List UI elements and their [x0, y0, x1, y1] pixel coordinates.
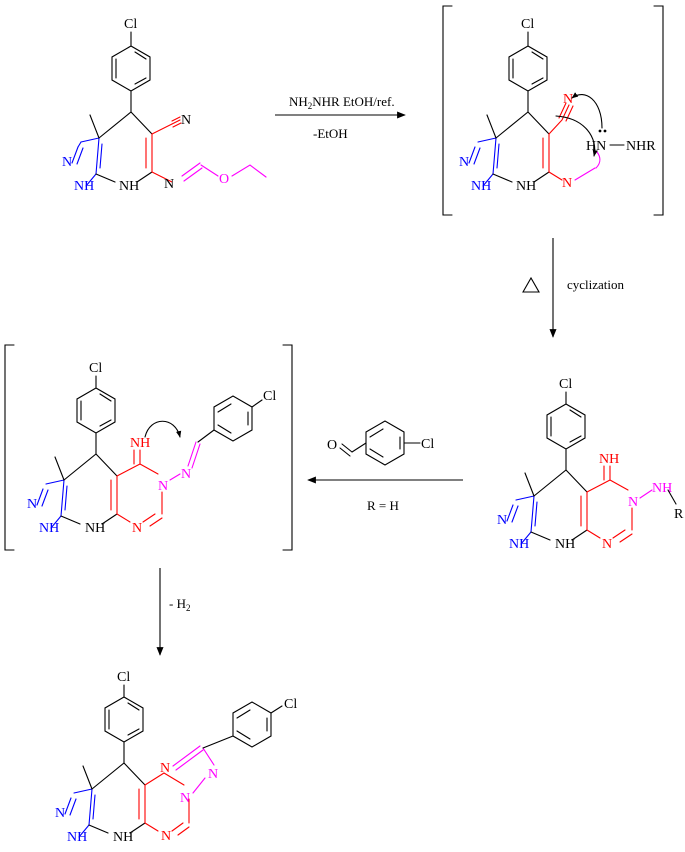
hydrazine-intermediate: Cl N NH NH N N HN NHR — [442, 5, 664, 216]
bridgehead-n: N — [180, 791, 190, 806]
cl-label: Cl — [89, 361, 102, 376]
hydrazine-hn: HN — [586, 139, 606, 154]
pyrazole-n: N — [55, 806, 65, 821]
hydrazine-nhr: NHR — [626, 139, 656, 154]
aldehyde-o: O — [327, 438, 337, 453]
pyrazole-n: N — [62, 155, 72, 170]
cl-label: Cl — [521, 17, 534, 32]
pyrazole-nh: NH — [471, 179, 491, 194]
pyridine-nh: NH — [516, 179, 536, 194]
pyrimidine-n: N — [602, 537, 612, 552]
pyridine-nh: NH — [85, 521, 105, 536]
triazole-n: N — [160, 761, 170, 776]
step3-condition: R = H — [367, 498, 399, 513]
lone-pair-dot — [603, 129, 607, 133]
bracket-left — [442, 5, 453, 216]
pyrazole-nh: NH — [509, 537, 529, 552]
heat-triangle-icon — [522, 276, 540, 293]
bracket-right — [653, 5, 664, 216]
nitrile-n: N — [181, 113, 191, 128]
ether-o: O — [219, 172, 229, 187]
imine-nh: NH — [599, 452, 619, 467]
cl-label: Cl — [124, 17, 137, 32]
pyrazole-nh: NH — [74, 179, 94, 194]
r-group: R — [674, 507, 684, 522]
imine-n: N — [164, 177, 174, 192]
bracket-left — [4, 344, 15, 551]
pyrazole-n: N — [459, 155, 469, 170]
curved-arrow-cyclize — [144, 420, 182, 438]
pyrazole-nh: NH — [67, 830, 87, 845]
pyrazole-n: N — [27, 497, 37, 512]
cl-label: Cl — [117, 670, 130, 685]
pyridine-nh: NH — [555, 537, 575, 552]
pyrimidine-n: N — [161, 829, 171, 844]
ring-n: N — [158, 479, 168, 494]
cl-label: Cl — [263, 389, 276, 404]
4-chlorobenzaldehyde: Cl O — [327, 420, 434, 466]
triazolopyrimidine-product: Cl N NH NH N N N N Cl — [55, 670, 297, 845]
bracket-right — [282, 344, 293, 551]
imine-n: N — [562, 176, 572, 191]
step1-reagent: NH2NHR EtOH/ref. — [289, 94, 395, 111]
step1-byproduct: -EtOH — [313, 126, 348, 141]
imine-nh: NH — [130, 436, 150, 451]
pyrimidine-n: N — [132, 521, 142, 536]
pyridine-nh: NH — [119, 179, 139, 194]
lone-pair-dot — [598, 129, 602, 133]
pyrazolopyridopyrimidine-imine: Cl N NH NH NH N N NH R — [497, 377, 684, 552]
pyrazole-nh: NH — [39, 521, 59, 536]
step2-condition: cyclization — [567, 277, 625, 292]
schiff-n: N — [181, 467, 191, 482]
curved-arrow-attack — [571, 92, 603, 129]
ring-n: N — [628, 495, 638, 510]
pyrazole-n: N — [497, 513, 507, 528]
hydrazine-nh: NH — [652, 481, 672, 496]
curved-arrow-shift — [555, 115, 598, 157]
starting-material: Cl N NH NH N N O — [62, 17, 267, 194]
pyridine-nh: NH — [113, 830, 133, 845]
schiff-base-intermediate: Cl N NH NH NH N N N Cl — [4, 344, 293, 551]
triazole-n2: N — [208, 767, 218, 782]
cl-label: Cl — [559, 377, 572, 392]
step4-condition: - H2 — [169, 596, 190, 613]
cl-label: Cl — [284, 697, 297, 712]
nitrile-n: N — [563, 92, 573, 107]
aldehyde-cl: Cl — [421, 437, 434, 452]
